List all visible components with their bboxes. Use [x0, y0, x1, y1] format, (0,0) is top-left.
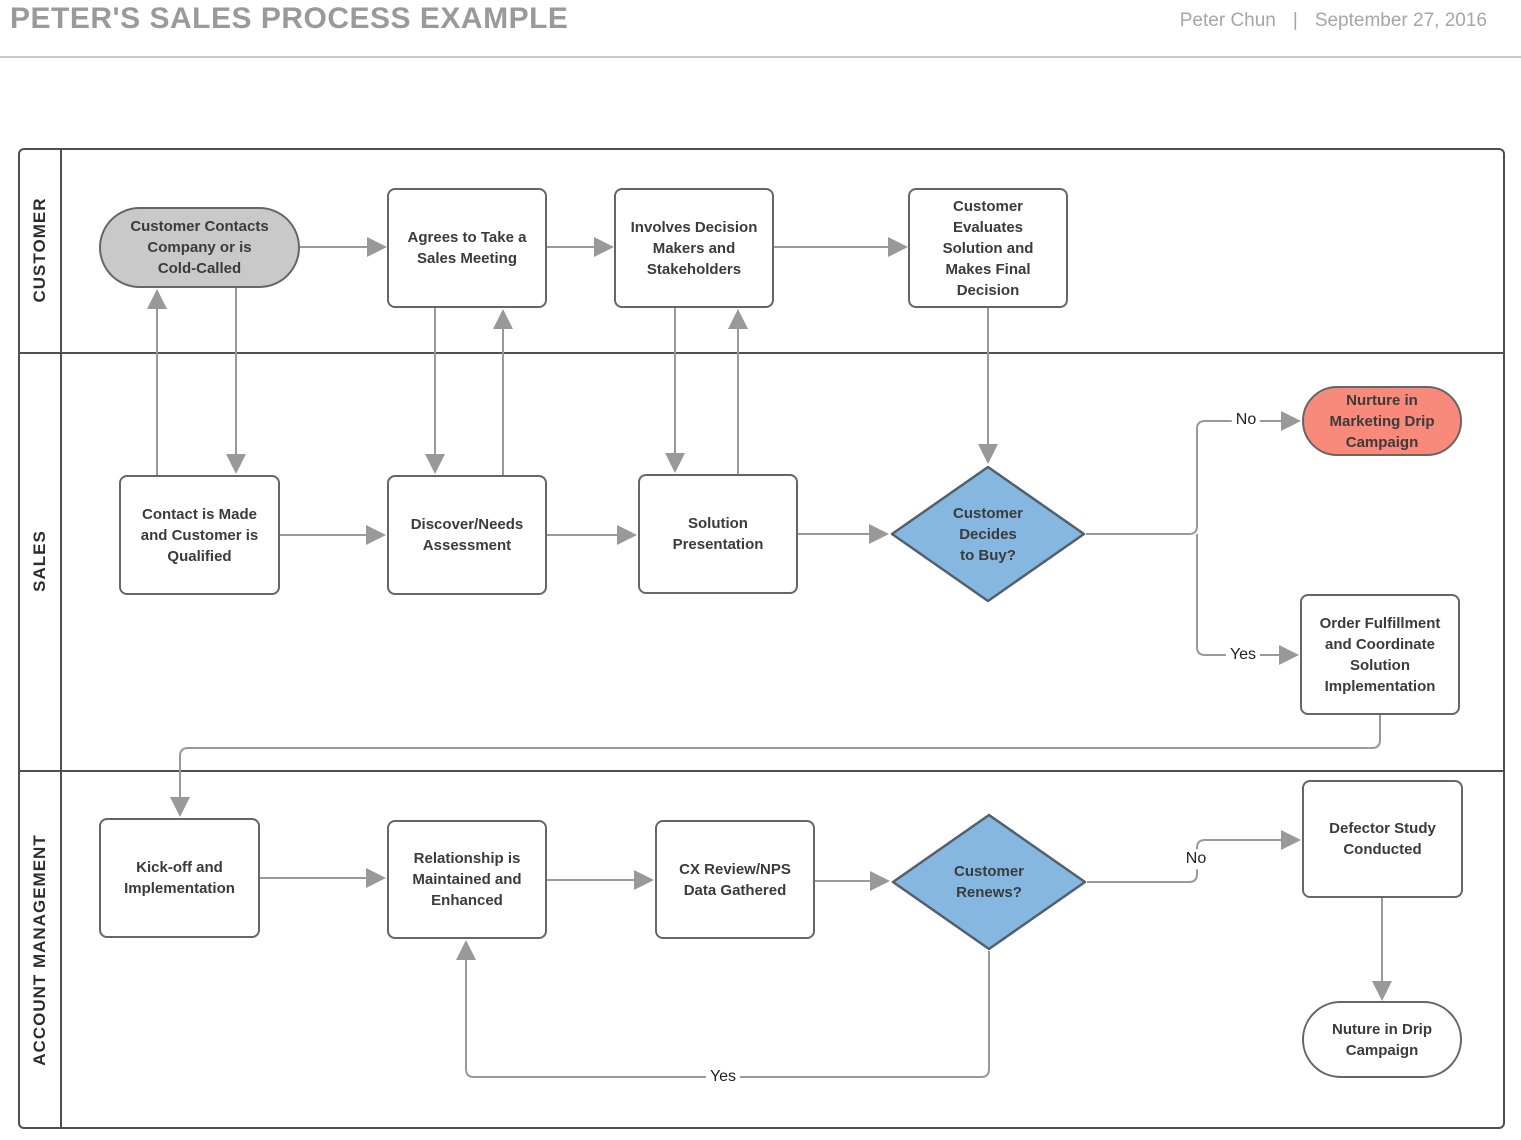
node-label-customer-evaluates: Customer Evaluates Solution and Makes Fi…	[942, 197, 1034, 299]
connector-decides-yes	[1196, 534, 1299, 665]
node-involves-decision-makers: Involves Decision Makers and Stakeholder…	[614, 188, 774, 308]
node-label-defector-study: Defector Study Conducted	[1329, 820, 1436, 858]
node-customer-renews: Customer Renews?	[891, 813, 1087, 951]
connector-renews-yes	[456, 940, 990, 1078]
node-label-nurture-marketing-drip: Nurture in Marketing Drip Campaign	[1329, 391, 1435, 451]
node-contact-made: Contact is Made and Customer is Qualifie…	[119, 475, 280, 595]
edge-label-renews-yes: Yes	[705, 1067, 741, 1087]
lane-divider-sales	[18, 352, 1505, 354]
node-nurture-marketing-drip: Nurture in Marketing Drip Campaign	[1302, 386, 1462, 456]
node-label-solution-presentation: Solution Presentation	[672, 515, 764, 553]
node-label-kickoff-implementation: Kick-off and Implementation	[124, 859, 235, 897]
lane-divider-account	[18, 770, 1505, 772]
connector-decides-no	[1086, 411, 1301, 535]
node-label-customer-contacts: Customer Contacts Company or is Cold-Cal…	[130, 218, 269, 277]
swimlane-frame	[18, 148, 1505, 1129]
decision-diamond-shape	[890, 465, 1086, 603]
connector-order-to-kickoff	[170, 715, 1381, 817]
node-label-discover-needs: Discover/Needs Assessment	[410, 516, 524, 554]
page-title: PETER'S SALES PROCESS EXAMPLE	[10, 2, 569, 35]
node-customer-contacts: Customer Contacts Company or is Cold-Cal…	[99, 207, 300, 288]
node-order-fulfillment: Order Fulfillment and Coordinate Solutio…	[1300, 594, 1460, 715]
decision-diamond-shape	[891, 813, 1087, 951]
node-customer-decides-to-buy: Customer Decides to Buy?	[890, 465, 1086, 603]
lane-label-column-divider	[60, 148, 62, 1129]
node-cx-review-nps: CX Review/NPS Data Gathered	[655, 820, 815, 939]
node-agrees-meeting: Agrees to Take a Sales Meeting	[387, 188, 547, 308]
document-date: September 27, 2016	[1314, 10, 1487, 31]
node-label-customer-decides-to-buy: Customer Decides to Buy?	[952, 504, 1023, 564]
header-byline: Peter Chun | September 27, 2016	[1180, 10, 1487, 32]
node-defector-study: Defector Study Conducted	[1302, 780, 1463, 898]
node-label-customer-renews: Customer Renews?	[953, 863, 1024, 901]
node-relationship-maintained: Relationship is Maintained and Enhanced	[387, 820, 547, 939]
node-label-cx-review-nps: CX Review/NPS Data Gathered	[679, 860, 791, 899]
node-label-order-fulfillment: Order Fulfillment and Coordinate Solutio…	[1319, 614, 1441, 695]
node-discover-needs: Discover/Needs Assessment	[387, 475, 547, 595]
node-label-agrees-meeting: Agrees to Take a Sales Meeting	[407, 229, 527, 267]
node-solution-presentation: Solution Presentation	[638, 474, 798, 594]
node-nuture-drip-campaign: Nuture in Drip Campaign	[1302, 1001, 1462, 1078]
node-label-involves-decision-makers: Involves Decision Makers and Stakeholder…	[630, 218, 758, 278]
edge-label-decides-no: No	[1231, 410, 1261, 430]
edge-label-decides-yes: Yes	[1225, 645, 1261, 665]
node-customer-evaluates: Customer Evaluates Solution and Makes Fi…	[908, 188, 1068, 308]
node-kickoff-implementation: Kick-off and Implementation	[99, 818, 260, 938]
header-divider	[0, 56, 1521, 58]
node-label-contact-made: Contact is Made and Customer is Qualifie…	[140, 505, 259, 565]
author-name: Peter Chun	[1179, 10, 1276, 31]
node-label-relationship-maintained: Relationship is Maintained and Enhanced	[412, 850, 522, 909]
edge-label-renews-no: No	[1181, 849, 1211, 869]
byline-separator: |	[1292, 10, 1298, 31]
node-label-nuture-drip-campaign: Nuture in Drip Campaign	[1332, 1020, 1432, 1059]
